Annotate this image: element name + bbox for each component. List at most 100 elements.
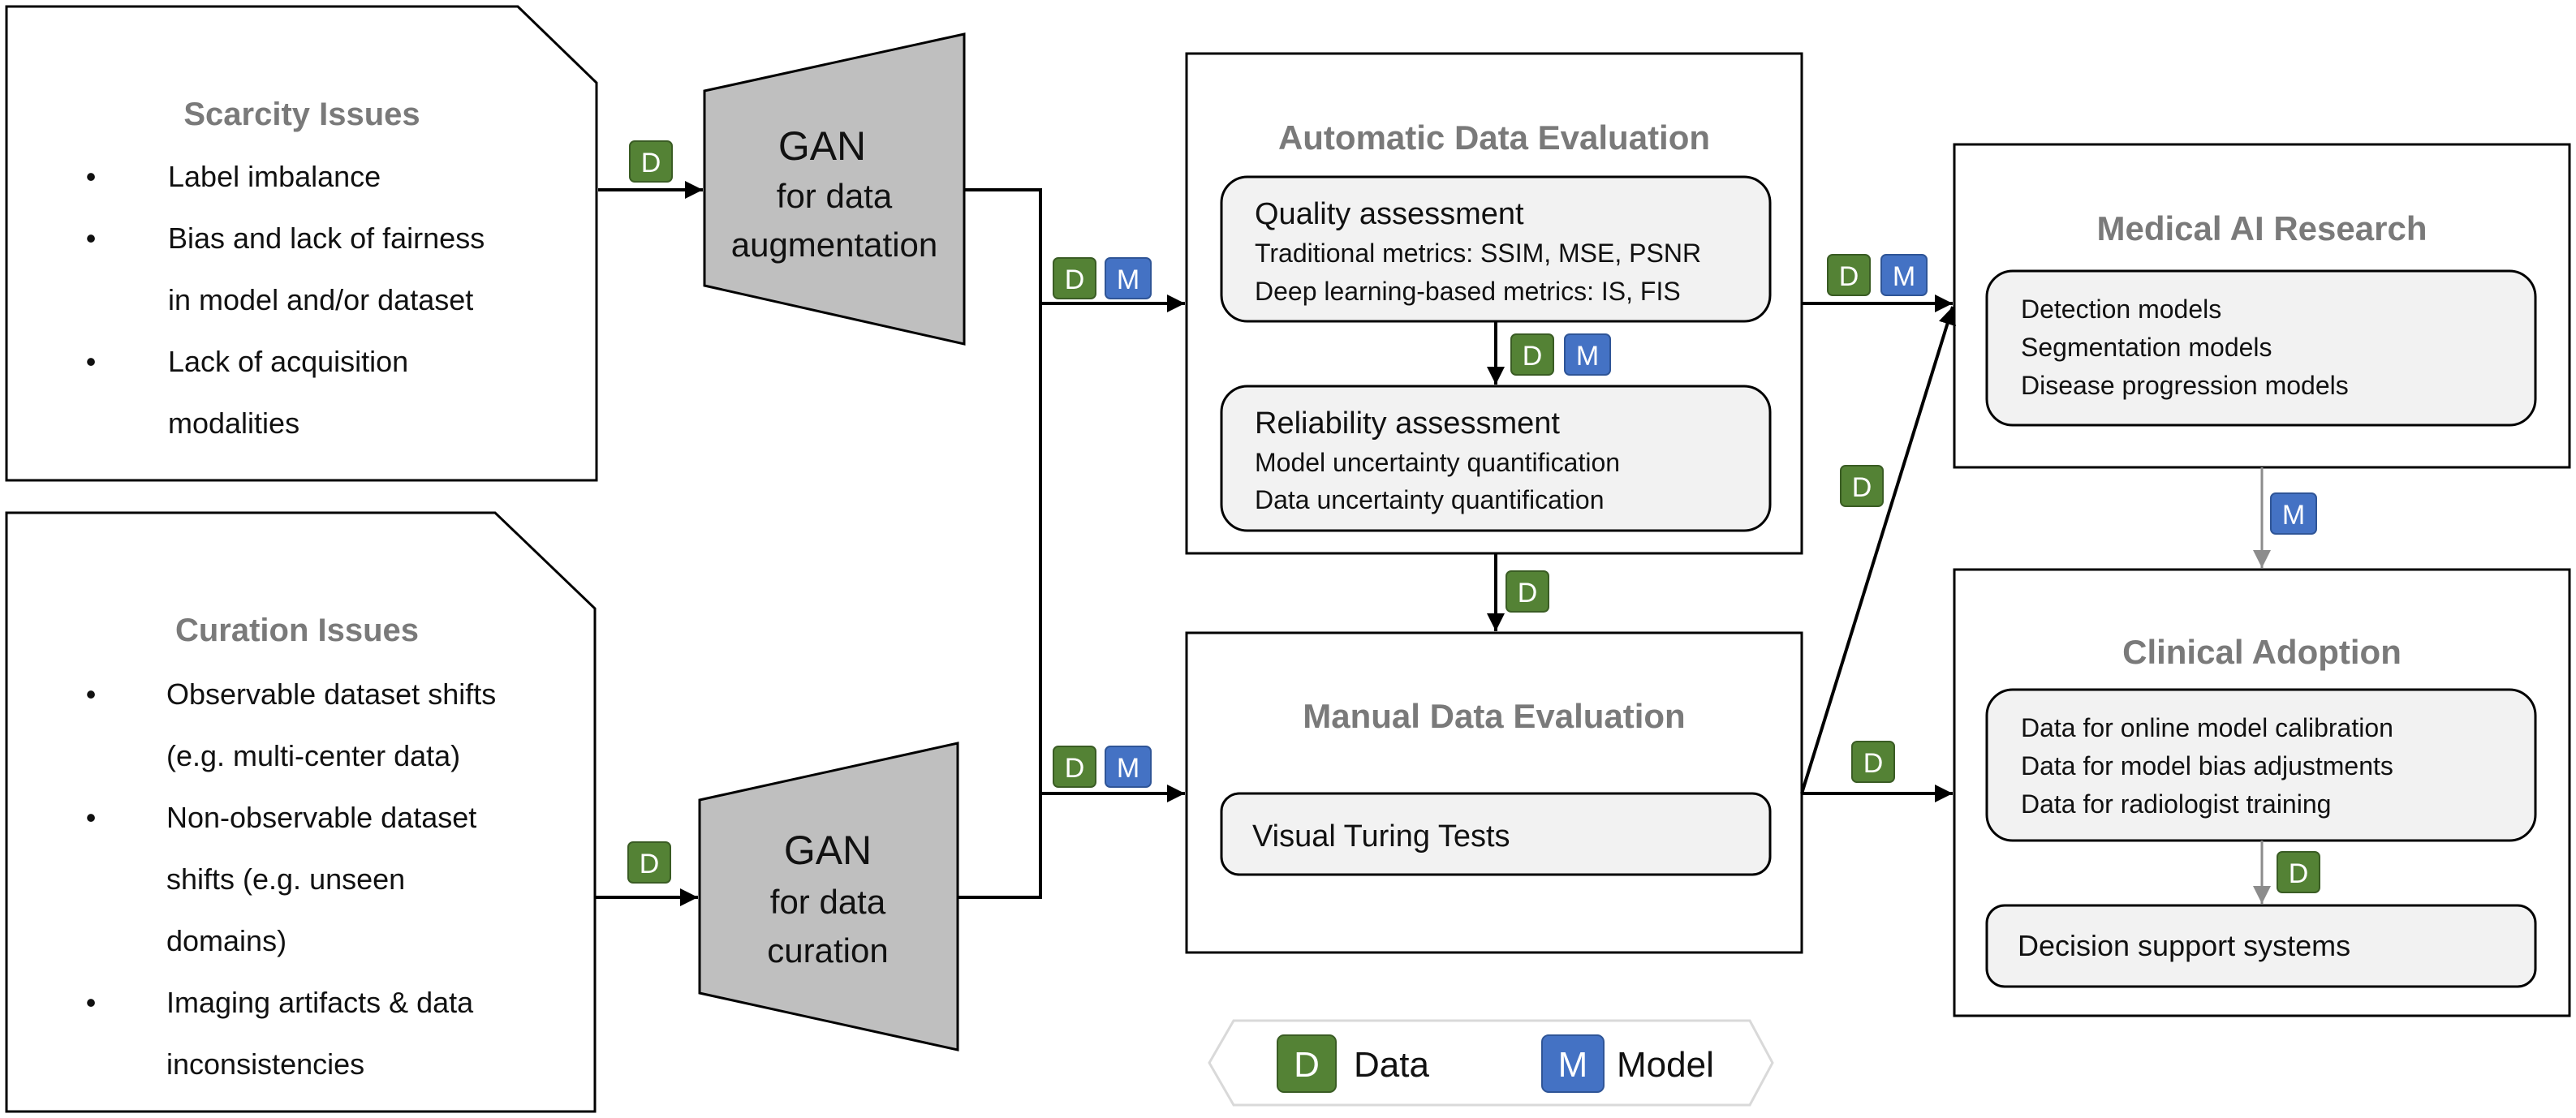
curation-item: shifts (e.g. unseen [166,862,405,896]
arrow-manual-to-research [1800,306,1956,794]
model-badge [1564,333,1611,376]
clinical-data-item: Data for online model calibration [2021,713,2393,742]
visual-turing-tests-label: Visual Turing Tests [1252,819,1510,854]
data-badge [2277,851,2320,893]
model-badge-letter: M [1117,264,1139,295]
connectors [595,181,1956,906]
curation-issues-box [5,511,597,1113]
gan-curation-label: for data [770,883,886,921]
gan-curation-block: GAN for data curation [698,742,959,1051]
curation-item: inconsistencies [166,1047,364,1081]
legend-data-swatch [1277,1034,1337,1093]
reliability-assessment-heading: Reliability assessment [1255,406,1560,441]
clinical-adoption-title: Clinical Adoption [2122,633,2402,671]
gan-curation-label: GAN [784,828,872,873]
bullet: • [86,160,97,193]
legend-model-label: Model [1617,1045,1714,1085]
legend: D Data M Model [1208,1019,1774,1107]
quality-assessment-line: Traditional metrics: SSIM, MSE, PSNR [1255,239,1701,268]
curation-issues-title: Curation Issues [175,613,419,648]
data-badge-letter: D [1065,753,1085,784]
scarcity-item: in model and/or dataset [168,283,473,316]
scarcity-item: Label imbalance [168,160,381,193]
data-badge-letter: D [1839,261,1859,292]
reliability-assessment-line: Data uncertainty quantification [1255,485,1604,514]
data-badge [629,140,673,183]
research-model-item: Disease progression models [2021,371,2349,400]
legend-data-letter: D [1294,1045,1320,1085]
model-badge-letter: M [1117,753,1139,784]
curation-item: Imaging artifacts & data [166,986,474,1019]
gan-augmentation-label: for data [777,177,893,215]
data-badge-letter: D [641,148,661,178]
research-model-item: Detection models [2021,295,2221,324]
bullet: • [86,221,97,255]
data-badge-letter: D [2289,858,2309,889]
bullet: • [86,986,97,1019]
model-badge [1105,746,1152,788]
data-badge [1506,570,1549,613]
scarcity-issues-box [5,5,598,482]
research-model-item: Segmentation models [2021,333,2272,362]
bullet: • [86,345,97,378]
medical-ai-research-panel: Medical AI Research Detection models Seg… [1953,143,2571,469]
decision-support-label: Decision support systems [2018,929,2350,962]
decision-support-box [1985,904,2537,988]
data-badge [1510,333,1554,376]
gan-merge-line [958,188,1042,899]
medical-ai-research-title: Medical AI Research [2097,209,2427,247]
manual-data-evaluation-title: Manual Data Evaluation [1303,697,1685,735]
model-badge [1105,257,1152,299]
model-badge-letter: M [1576,341,1599,372]
reliability-assessment-line: Model uncertainty quantification [1255,448,1620,477]
curation-issues-panel: Curation Issues • Observable dataset shi… [5,511,597,1113]
curation-item: (e.g. multi-center data) [166,739,460,772]
gan-augmentation-shape [703,32,966,346]
gan-curation-label: curation [767,931,888,970]
gan-augmentation-block: GAN for data augmentation [703,32,966,346]
model-badge [2270,492,2317,535]
scarcity-item: Lack of acquisition [168,345,408,378]
data-badge [1827,254,1871,296]
bullet: • [86,677,97,711]
scarcity-issues-panel: Scarcity Issues • Label imbalance • Bias… [5,5,598,482]
research-models-box [1985,269,2537,427]
model-badge [1880,254,1928,296]
data-badge-letter: D [1852,472,1872,503]
data-badge [627,841,671,884]
curation-item: domains) [166,924,286,957]
badges: D D D M D M D M D D M D D M [627,140,2320,893]
data-badge-letter: D [1523,341,1543,372]
data-badge [1053,746,1096,788]
curation-item: Observable dataset shifts [166,677,496,711]
scarcity-item: Bias and lack of fairness [168,221,485,255]
clinical-adoption-panel: Clinical Adoption Data for online model … [1953,568,2571,1017]
automatic-data-evaluation-title: Automatic Data Evaluation [1278,118,1710,157]
quality-assessment-line: Deep learning-based metrics: IS, FIS [1255,277,1681,306]
clinical-data-item: Data for model bias adjustments [2021,751,2393,780]
manual-data-evaluation-panel: Manual Data Evaluation Visual Turing Tes… [1185,631,1803,954]
reliability-assessment-box [1220,385,1772,532]
scarcity-item: modalities [168,406,299,440]
curation-item: Non-observable dataset [166,801,476,834]
data-badge-letter: D [640,849,660,879]
clinical-data-item: Data for radiologist training [2021,789,2331,819]
data-badge [1840,465,1884,507]
legend-data-label: Data [1354,1045,1429,1085]
data-badge [1851,741,1895,783]
legend-model-swatch [1541,1034,1605,1093]
bullet: • [86,801,97,834]
gan-augmentation-label: augmentation [731,226,938,264]
visual-turing-tests-box [1220,792,1772,876]
data-badge-letter: D [1518,578,1538,608]
gan-augmentation-label: GAN [778,123,866,169]
legend-frame [1208,1019,1774,1107]
data-badge [1053,257,1096,299]
gan-curation-shape [698,742,959,1051]
quality-assessment-heading: Quality assessment [1255,197,1524,231]
data-badge-letter: D [1065,264,1085,295]
scarcity-issues-title: Scarcity Issues [183,97,420,132]
model-badge-letter: M [2282,500,2305,531]
model-badge-letter: M [1893,261,1915,292]
